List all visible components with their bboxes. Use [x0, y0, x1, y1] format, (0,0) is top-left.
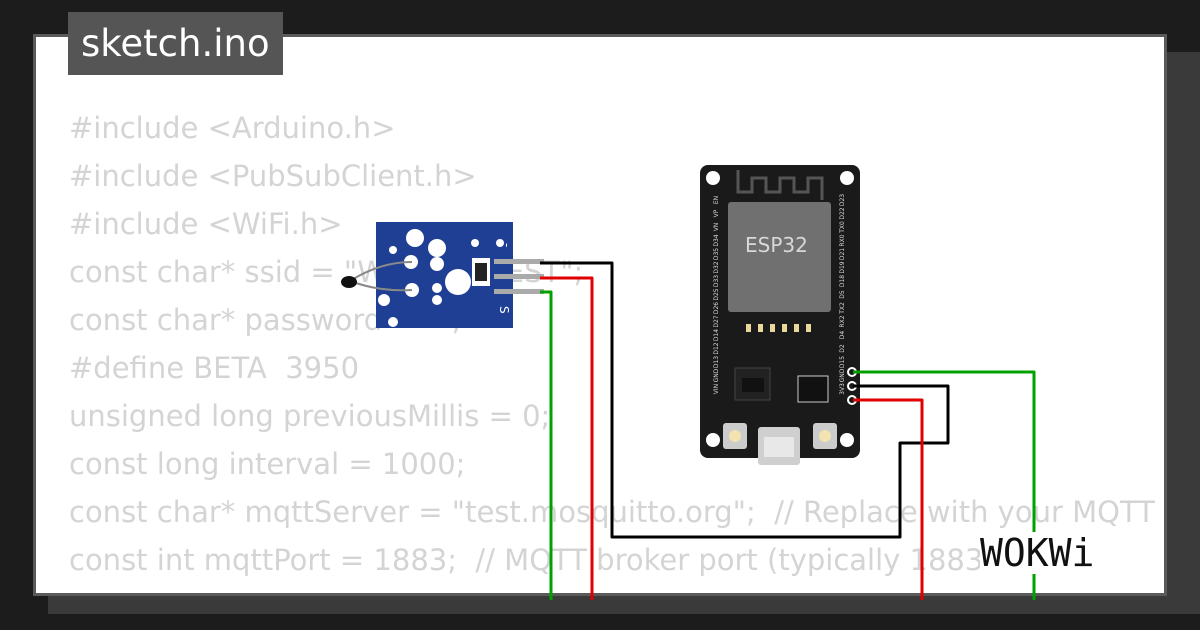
code-line[interactable]: #define BETA 3950 [69, 351, 360, 385]
ntc-temperature-sensor[interactable]: - S [341, 222, 544, 328]
code-line[interactable]: const long interval = 1000; [69, 447, 466, 481]
editor-card: #include <Arduino.h> #include <PubSubClie… [33, 34, 1167, 596]
esp32-board[interactable]: ESP32 ENVPVND34D35D32D33D25D26D27D14D12D… [700, 165, 860, 465]
pin-label: D27 [713, 315, 720, 327]
pin-label: GND [839, 368, 846, 382]
pin-label: D13 [713, 356, 720, 368]
code-line[interactable]: #include <Arduino.h> [69, 111, 396, 145]
pin-label: D35 [713, 248, 720, 260]
pin-label: D33 [713, 275, 720, 287]
wires[interactable] [540, 261, 1036, 600]
pin-label: TX2 [839, 302, 846, 315]
pin-label: RX0 [839, 234, 846, 246]
wokwi-logo: WOKWi [980, 531, 1148, 575]
pin-label: VN [713, 223, 720, 232]
wire-green [540, 290, 553, 600]
file-tab[interactable]: sketch.ino [68, 12, 283, 75]
pin-label: D14 [713, 329, 720, 341]
sensor-pin-signal: S [497, 306, 511, 314]
pin-label: D15 [839, 356, 846, 368]
pin-label: D12 [713, 342, 720, 354]
code-line[interactable]: const int mqttPort = 1883; // MQTT broke… [69, 543, 995, 577]
wire-black [540, 261, 950, 539]
pin-label: D5 [839, 290, 846, 299]
code-line[interactable]: unsigned long previousMillis = 0; [69, 399, 551, 433]
chip-label: ESP32 [745, 233, 808, 257]
pin-label: VIN [713, 384, 720, 394]
svg-text:WOKWi: WOKWi [980, 531, 1094, 575]
esp32-module [728, 202, 831, 312]
pin-label: D32 [713, 261, 720, 273]
pin-label: D18 [839, 275, 846, 287]
code-line[interactable]: const char* mqttServer = "test.mosquitto… [69, 495, 1155, 529]
pin-label: D26 [713, 302, 720, 314]
pin-label: D23 [839, 194, 846, 206]
code-line[interactable]: #include <WiFi.h> [69, 207, 343, 241]
pin-label: D2 [839, 344, 846, 353]
pin-label: D19 [839, 261, 846, 273]
pin-label: GND [713, 368, 720, 382]
wire-red-esp [853, 398, 924, 600]
wire-green-esp [853, 370, 1036, 600]
sensor-pin-minus: - [500, 243, 514, 247]
pin-label: 3V3 [839, 383, 846, 395]
thermistor [341, 276, 357, 288]
pin-label: D34 [713, 234, 720, 246]
wire-red [540, 276, 594, 600]
pin-label: VP [713, 209, 720, 217]
pin-label: RX2 [839, 315, 846, 327]
code-line[interactable]: #include <PubSubClient.h> [69, 159, 477, 193]
pin-label: D4 [839, 331, 846, 340]
pin-label: EN [713, 196, 720, 204]
code-line[interactable]: const char* tempTopic = "Temperature"; /… [69, 584, 1164, 593]
pin-label: D25 [713, 288, 720, 300]
pin-label: D22 [839, 207, 846, 219]
pin-label: TX0 [839, 221, 846, 234]
pin-label: D21 [839, 248, 846, 260]
